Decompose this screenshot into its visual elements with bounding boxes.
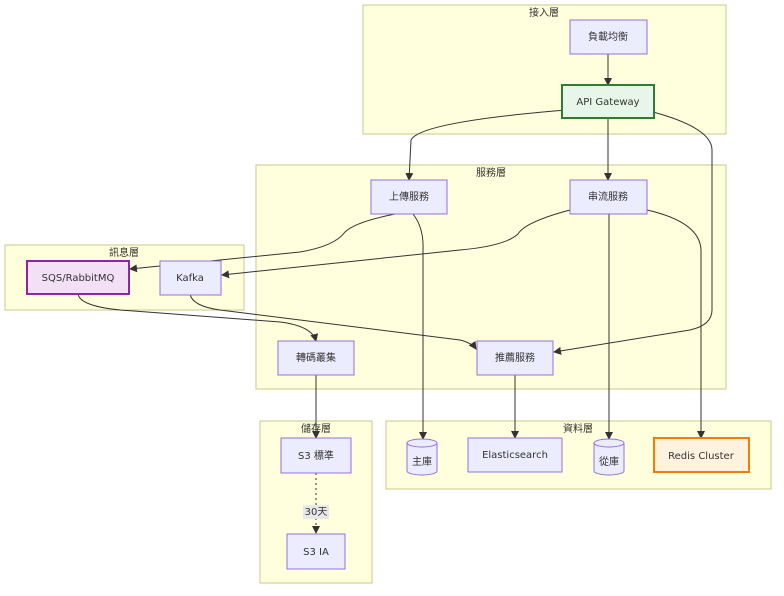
- node-kafka-label: Kafka: [176, 273, 204, 284]
- node-upload-service[interactable]: 上傳服務: [370, 179, 448, 215]
- node-stream-service-label: 串流服務: [588, 190, 628, 203]
- node-replica-db[interactable]: 從庫: [593, 438, 625, 476]
- node-transcode-cluster[interactable]: 轉碼叢集: [277, 340, 355, 376]
- node-replica-db-label: 從庫: [599, 455, 619, 468]
- node-elasticsearch[interactable]: Elasticsearch: [467, 437, 563, 473]
- node-sqs-rabbitmq-label: SQS/RabbitMQ: [42, 273, 115, 284]
- edge-upload-sqs: [129, 213, 396, 273]
- cluster-access-title: 接入層: [529, 6, 559, 19]
- cluster-service-title: 服務層: [476, 166, 506, 179]
- node-stream-service[interactable]: 串流服務: [569, 179, 648, 215]
- cluster-data-title: 資料層: [563, 422, 593, 435]
- node-recommend-service[interactable]: 推薦服務: [476, 340, 554, 376]
- edge-stream-redis: [646, 209, 705, 439]
- node-recommend-service-label: 推薦服務: [495, 351, 535, 364]
- node-main-db[interactable]: 主庫: [406, 438, 438, 476]
- edge-gateway-recommend: [553, 111, 713, 355]
- edge-sqs-transcode: [77, 293, 319, 342]
- edge-stream-kafka: [221, 209, 571, 279]
- node-kafka[interactable]: Kafka: [159, 260, 222, 296]
- node-s3-standard-label: S3 標準: [298, 449, 334, 462]
- node-api-gateway-label: API Gateway: [576, 97, 639, 108]
- edge-kafka-recommend: [189, 293, 477, 350]
- node-load-balancer[interactable]: 負載均衡: [569, 19, 648, 55]
- node-s3-ia[interactable]: S3 IA: [286, 533, 346, 570]
- node-upload-service-label: 上傳服務: [389, 190, 429, 203]
- node-main-db-label: 主庫: [412, 455, 432, 468]
- node-redis-cluster-label: Redis Cluster: [668, 451, 735, 462]
- cluster-message-title: 訊息層: [109, 246, 139, 259]
- node-elasticsearch-label: Elasticsearch: [482, 450, 548, 461]
- edge-label-s3-transition: 30天: [305, 507, 328, 518]
- edge-upload-maindb: [412, 213, 427, 440]
- node-s3-standard[interactable]: S3 標準: [280, 437, 352, 474]
- node-sqs-rabbitmq[interactable]: SQS/RabbitMQ: [26, 260, 130, 295]
- node-transcode-cluster-label: 轉碼叢集: [296, 351, 336, 364]
- node-api-gateway[interactable]: API Gateway: [561, 84, 655, 119]
- edges: 30天: [77, 54, 713, 534]
- edge-label-background: [303, 505, 329, 519]
- edge-gateway-upload: [405, 109, 567, 181]
- node-load-balancer-label: 負載均衡: [588, 31, 628, 43]
- cluster-access: 接入層: [362, 4, 727, 135]
- node-redis-cluster[interactable]: Redis Cluster: [653, 437, 750, 473]
- node-s3-ia-label: S3 IA: [303, 547, 329, 558]
